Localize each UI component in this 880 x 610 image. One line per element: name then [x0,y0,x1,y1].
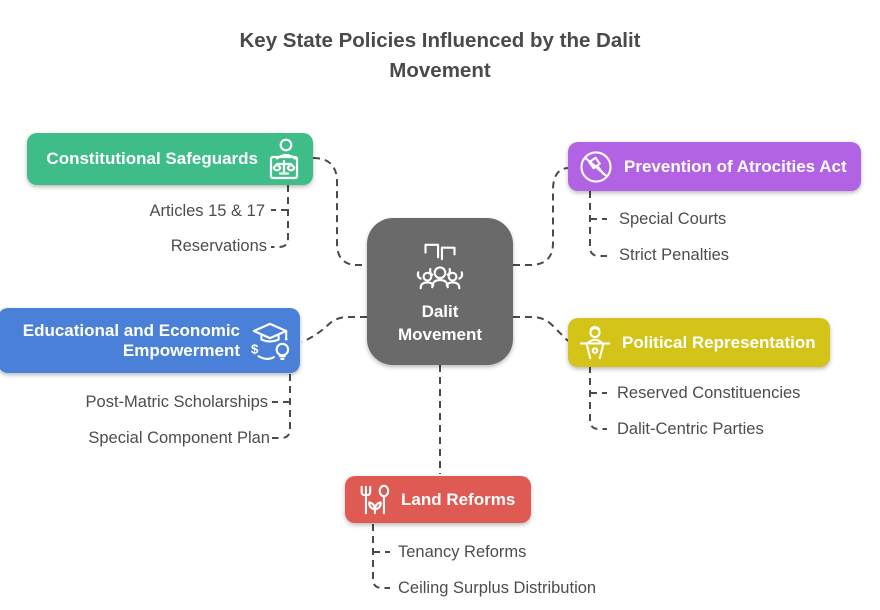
connector-green-to-center [312,157,367,266]
sub-item-articles-15-17: Articles 15 & 17 [149,202,265,220]
sub-item-special-courts: Special Courts [619,210,727,228]
agriculture-icon [360,484,390,514]
sub-item-dalit-centric-parties: Dalit-Centric Parties [617,420,764,438]
branch-label: Land Reforms [401,489,516,509]
branch-node-political-representation: Political Representation [568,318,830,367]
no-violence-icon [580,150,612,183]
branch-label: Prevention of Atrocities Act [624,156,847,176]
connector-yellow-items-spine [589,366,607,430]
connector-green-items-spine [271,185,289,248]
svg-text:$: $ [251,341,259,356]
sub-item-special-component-plan: Special Component Plan [88,429,270,447]
branch-label: Constitutional Safeguards [46,149,258,169]
education-economy-icon: $ [251,322,290,360]
branch-node-prevention-of-atrocities-act: Prevention of Atrocities Act [568,142,861,191]
sub-item-reserved-constituencies: Reserved Constituencies [617,384,801,402]
page-title-line1: Key State Policies Influenced by the Dal… [239,29,641,52]
sub-item-reservations: Reservations [170,237,267,255]
podium-speaker-icon [579,325,611,359]
sub-item-post-matric-scholarships: Post-Matric Scholarships [85,393,268,411]
connector-center-to-blue [301,316,367,343]
justice-person-icon [269,138,299,180]
protest-crowd-icon [416,243,464,289]
page-title: Key State Policies Influenced by the Dal… [0,26,880,86]
center-node-dalit-movement: Dalit Movement [367,218,513,365]
sub-item-strict-penalties: Strict Penalties [619,246,730,264]
branch-node-constitutional-safeguards: Constitutional Safeguards [27,133,313,185]
sub-item-tenancy-reforms: Tenancy Reforms [398,543,527,561]
connector-purple-items-spine [589,191,607,257]
connector-red-items-spine [372,524,390,589]
branch-node-educational-economic-empowerment: Educational and Economic Empowerment $ [0,308,300,373]
branch-node-land-reforms: Land Reforms [345,476,532,523]
page-title-line2: Movement [389,59,491,82]
center-node-label: Dalit Movement [397,301,483,344]
sub-item-ceiling-surplus-distribution: Ceiling Surplus Distribution [398,579,597,597]
connector-blue-items-spine [272,374,291,439]
branch-label: Political Representation [622,332,816,352]
connector-center-to-purple [513,167,569,266]
branch-label: Educational and Economic Empowerment [22,320,240,360]
connector-center-to-yellow [513,316,569,342]
